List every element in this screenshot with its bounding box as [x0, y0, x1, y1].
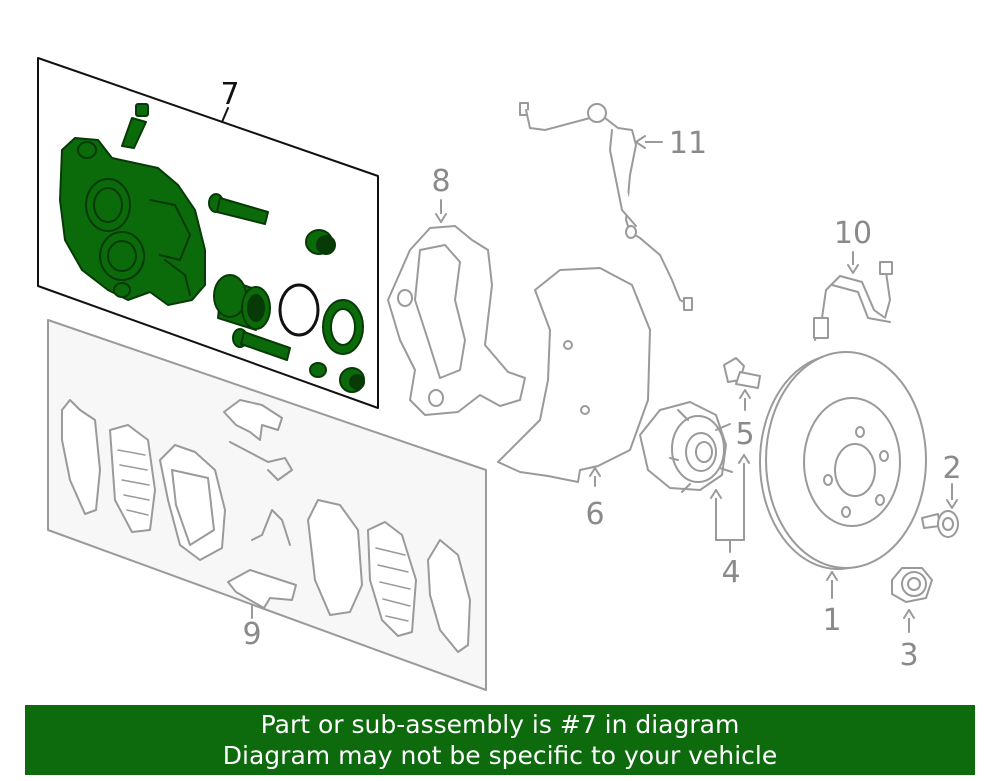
callout-6[interactable]: 6 [585, 497, 604, 532]
caliper-mounting-bracket[interactable] [387, 199, 526, 416]
wheel-speed-sensor[interactable] [519, 102, 693, 311]
brake-splash-shield[interactable] [497, 267, 651, 487]
pin-boot-upper[interactable] [305, 229, 336, 255]
callout-2[interactable]: 2 [942, 451, 961, 486]
wheel-hub-bearing[interactable] [639, 401, 750, 553]
wear-indicator-spring [229, 441, 293, 481]
brake-caliper[interactable] [59, 137, 206, 306]
notice-line-1: Part or sub-assembly is #7 in diagram [260, 710, 740, 739]
callout-10[interactable]: 10 [834, 216, 872, 251]
pad-retainer-spring [251, 509, 291, 546]
brake-pad-kit-panel[interactable] [47, 319, 487, 691]
callout-3[interactable]: 3 [899, 638, 918, 673]
brake-rotor[interactable] [759, 351, 927, 599]
callout-4[interactable]: 4 [721, 555, 740, 590]
guide-pin-upper[interactable] [208, 193, 269, 225]
piston-dust-boot[interactable] [322, 299, 364, 355]
callout-1[interactable]: 1 [822, 603, 841, 638]
bleeder-screw[interactable] [121, 103, 149, 149]
notice-line-2: Diagram may not be specific to your vehi… [222, 741, 778, 770]
brake-pad-shim-4 [427, 539, 471, 653]
callout-11[interactable]: 11 [669, 126, 707, 161]
brake-hose[interactable] [813, 251, 893, 341]
callout-7[interactable]: 7 [220, 77, 239, 112]
caliper-kit-panel[interactable] [37, 57, 379, 409]
callout-9[interactable]: 9 [242, 617, 261, 652]
hub-bolt[interactable] [723, 357, 761, 411]
notice-banner: Part or sub-assembly is #7 in diagram Di… [25, 705, 975, 775]
hub-nut[interactable] [891, 567, 933, 633]
guide-pin-lower[interactable] [232, 328, 291, 361]
piston-seal[interactable] [278, 283, 320, 337]
brake-pad-shim-3 [367, 521, 417, 637]
pad-clip-lower [227, 569, 297, 609]
caliper-piston[interactable] [213, 274, 271, 331]
brake-assembly-diagram: 7 8 11 10 5 2 6 4 1 9 3 [37, 57, 962, 691]
brake-pad-shim-2 [109, 424, 156, 533]
rotor-screw[interactable] [921, 483, 959, 538]
brake-pad-outer [307, 499, 363, 616]
pad-clip-upper [223, 399, 283, 441]
pin-boot-lower[interactable] [309, 362, 365, 393]
brake-pad-shim-1 [61, 399, 101, 515]
callout-8[interactable]: 8 [431, 164, 450, 199]
callout-5[interactable]: 5 [735, 417, 754, 452]
